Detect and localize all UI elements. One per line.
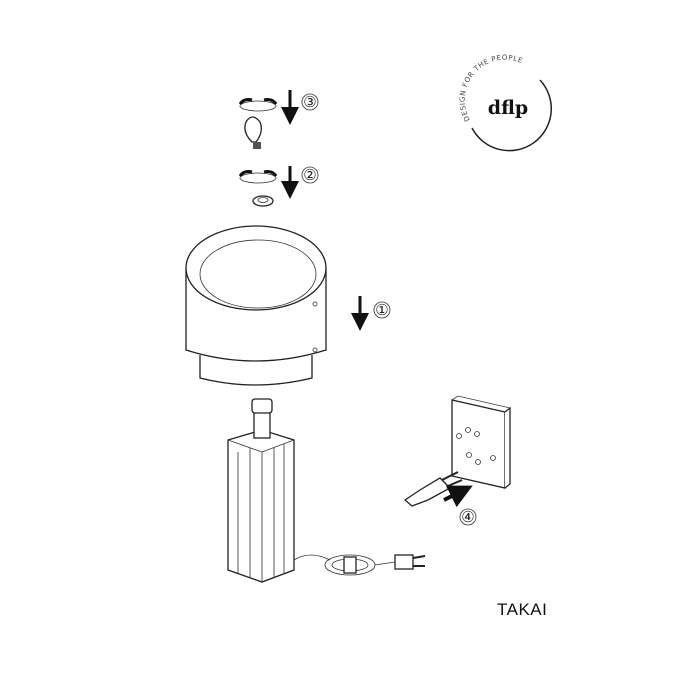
plug-icon [394,554,414,570]
step-3-label: ③ [303,93,316,111]
bulb-icon [244,116,262,143]
plug-icon [403,477,452,507]
step-4-label: ④ [461,508,474,526]
rotate-icon [239,100,277,112]
insert-arrow-icon [443,485,473,508]
ring-icon [252,195,274,207]
rotate-icon [239,172,277,184]
lamp-base [227,398,426,583]
power-cord [293,554,331,561]
step-3-bulb: ③ [238,90,319,149]
brand-logo: DESIGN FOR THE PEOPLE dflp [459,54,553,152]
step-4-plug-in: ④ [403,395,511,526]
wall-socket [451,399,506,489]
step-1-label: ① [375,301,388,319]
step-1-shade: ① [185,225,391,386]
product-name: TAKAI [497,600,548,619]
step-2-ring: ② [238,166,319,207]
logo-monogram: dflp [488,97,528,119]
lamp-holder [253,411,271,439]
socket [251,398,273,414]
step-2-label: ② [303,166,316,184]
